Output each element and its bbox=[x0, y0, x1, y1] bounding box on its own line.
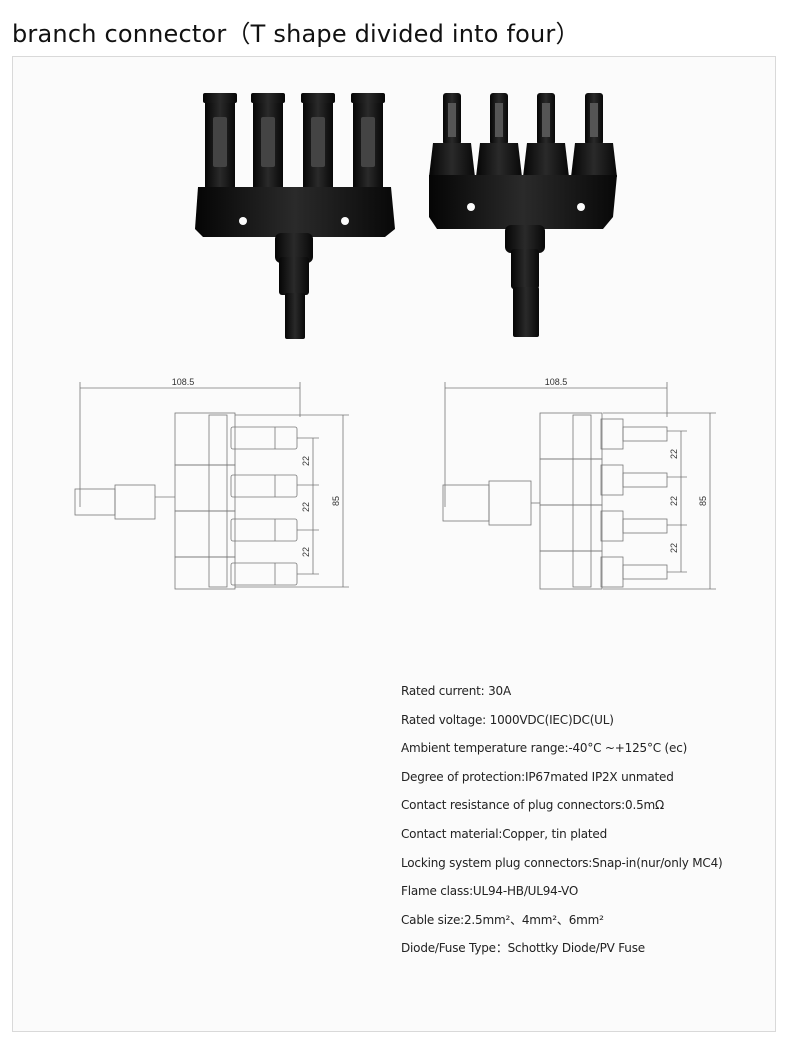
product-photo bbox=[195, 93, 617, 339]
spec-cable-size: Cable size:2.5mm²、4mm²、6mm² bbox=[401, 912, 604, 927]
spec-list: Rated current: 30A Rated voltage: 1000VD… bbox=[401, 683, 771, 969]
spec-diode-fuse-type: Diode/Fuse Type：Schottky Diode/PV Fuse bbox=[401, 941, 645, 956]
page-title: branch connector（T shape divided into fo… bbox=[12, 20, 580, 48]
left-height-label: 85 bbox=[331, 496, 341, 506]
right-pitch-label-2: 22 bbox=[669, 496, 679, 506]
female-connector-drawing bbox=[74, 382, 349, 590]
right-width-label: 108.5 bbox=[545, 377, 568, 387]
spec-locking-system: Locking system plug connectors:Snap-in(n… bbox=[401, 855, 723, 870]
right-pitch-label-3: 22 bbox=[669, 543, 679, 553]
left-pitch-label-1: 22 bbox=[301, 456, 311, 466]
spec-temperature-range: Ambient temperature range:-40°C ~+125°C … bbox=[401, 741, 688, 756]
left-pitch-label-3: 22 bbox=[301, 547, 311, 557]
spec-rated-voltage: Rated voltage: 1000VDC(IEC)DC(UL) bbox=[401, 712, 614, 727]
right-height-label: 85 bbox=[698, 496, 708, 506]
male-connector-drawing bbox=[442, 382, 716, 590]
right-pitch-label-1: 22 bbox=[669, 449, 679, 459]
spec-contact-resistance: Contact resistance of plug connectors:0.… bbox=[401, 798, 664, 813]
left-pitch-label-2: 22 bbox=[301, 502, 311, 512]
spec-protection: Degree of protection:IP67mated IP2X unma… bbox=[401, 769, 674, 784]
spec-flame-class: Flame class:UL94-HB/UL94-VO bbox=[401, 884, 579, 899]
male-branch-connector-photo bbox=[429, 93, 617, 337]
product-panel: 108.5 22 22 22 85 bbox=[12, 56, 776, 1032]
female-branch-connector-photo bbox=[195, 93, 395, 339]
left-width-label: 108.5 bbox=[172, 377, 195, 387]
spec-rated-current: Rated current: 30A bbox=[401, 684, 511, 698]
spec-contact-material: Contact material:Copper, tin plated bbox=[401, 826, 608, 841]
dimension-drawings: 108.5 22 22 22 85 bbox=[74, 377, 716, 590]
